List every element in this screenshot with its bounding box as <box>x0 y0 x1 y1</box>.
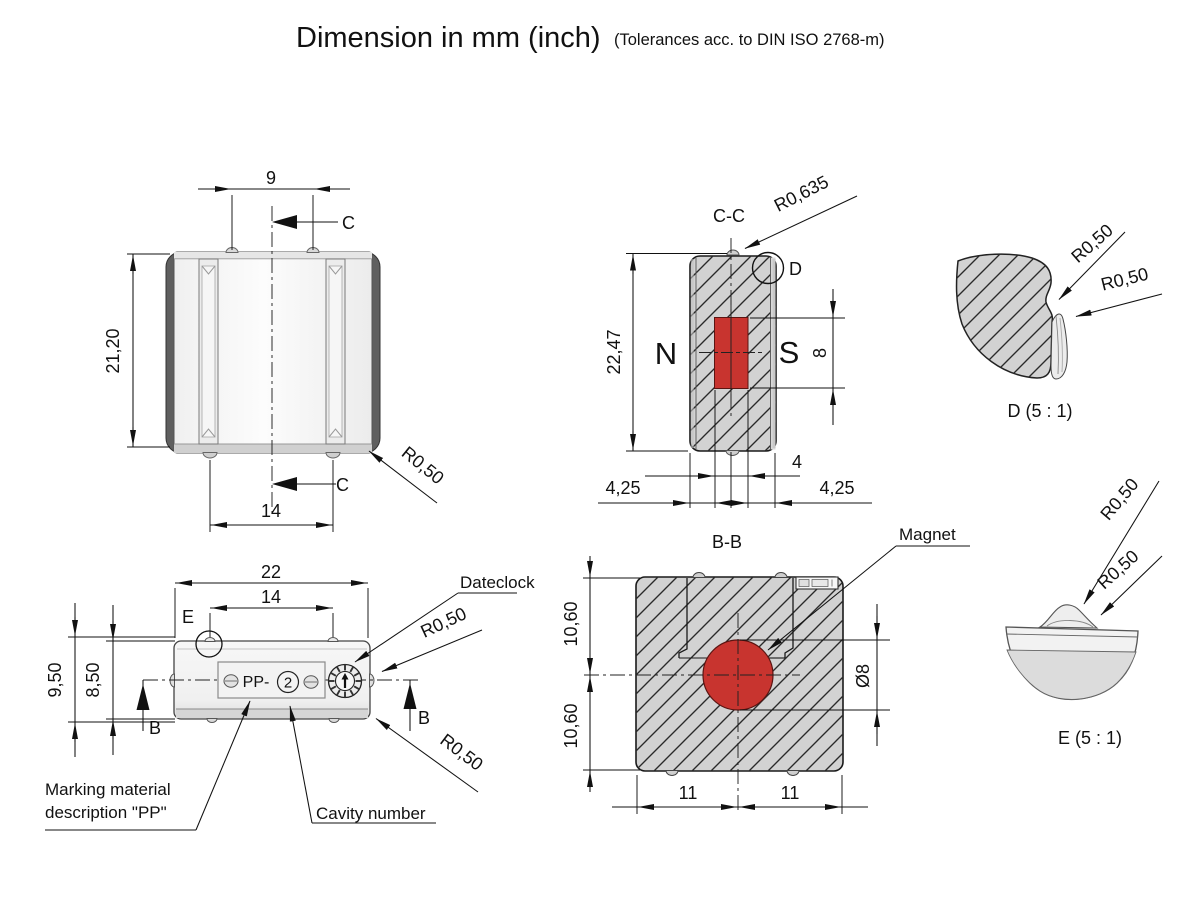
front-view: 9 C 21,20 C 14 R0,50 <box>103 168 448 532</box>
svg-text:C: C <box>336 475 349 495</box>
bb-dateclock-recess <box>795 576 839 590</box>
bb-dim-1060-upper: 10,60 <box>561 601 581 646</box>
section-arrow-c-top: C <box>272 213 355 233</box>
detail-d-radius-1: R0,50 <box>1067 220 1116 267</box>
top-view: PP- 2 22 <box>45 562 535 831</box>
front-dim-9: 9 <box>266 168 276 188</box>
front-dim-2120: 21,20 <box>103 328 123 373</box>
top-radius-upper: R0,50 <box>417 603 469 641</box>
section-cc-view: C-C N S R0,635 D 22,47 8 <box>598 172 872 508</box>
detail-e-circle <box>195 630 223 658</box>
front-radius-label: R0,50 <box>398 442 448 488</box>
section-bb-view: B-B Magnet 10, <box>561 525 970 814</box>
top-dim-22: 22 <box>261 562 281 582</box>
detail-d-radius-2: R0,50 <box>1099 264 1150 295</box>
cc-dim-4: 4 <box>792 452 802 472</box>
tolerance-note: (Tolerances acc. to DIN ISO 2768-m) <box>614 31 885 49</box>
bb-dim-1060-lower: 10,60 <box>561 703 581 748</box>
front-dim-14: 14 <box>261 501 281 521</box>
dateclock-wheel <box>327 663 363 699</box>
detail-e-ref: E <box>182 607 194 627</box>
top-dim-850: 8,50 <box>83 662 103 697</box>
detail-d-ref: D <box>789 259 802 279</box>
section-cc-label: C-C <box>713 206 745 226</box>
svg-text:C: C <box>342 213 355 233</box>
magnet-label: Magnet <box>899 525 956 544</box>
dateclock-label: Dateclock <box>460 573 535 592</box>
detail-e-radius-2: R0,50 <box>1093 546 1142 593</box>
cavity-number-circle <box>276 670 300 694</box>
bb-dim-diameter: Ø8 <box>853 664 873 688</box>
cc-dim-2247: 22,47 <box>604 329 624 374</box>
detail-e-radius-1: R0,50 <box>1096 474 1142 524</box>
svg-text:B: B <box>418 708 430 728</box>
drawing-title: Dimension in mm (inch) (Tolerances acc. … <box>296 22 885 54</box>
detail-e-view: R0,50 R0,50 E (5 : 1) <box>1005 474 1163 748</box>
cavity-note: Cavity number <box>316 804 426 823</box>
detail-d-view: R0,50 R0,50 D (5 : 1) <box>955 220 1163 421</box>
side-nub-left <box>169 673 175 688</box>
pole-n-label: N <box>655 336 677 371</box>
detail-d-title: D (5 : 1) <box>1007 401 1072 421</box>
page-title: Dimension in mm (inch) <box>296 22 601 54</box>
section-arrow-b-right: B <box>403 680 430 731</box>
cc-dim-425-left: 4,25 <box>605 478 640 498</box>
marking-note-line1: Marking material <box>45 780 171 799</box>
svg-text:B: B <box>149 718 161 738</box>
section-arrow-b-left: B <box>136 680 161 738</box>
marking-text: PP- <box>243 674 270 691</box>
top-dim-14: 14 <box>261 587 281 607</box>
front-bottom-bump-right <box>325 452 341 459</box>
pole-s-label: S <box>779 335 800 370</box>
top-dim-950: 9,50 <box>45 662 65 697</box>
front-bottom-bump-left <box>202 452 218 459</box>
detail-e-title: E (5 : 1) <box>1058 728 1122 748</box>
cc-dim-425-right: 4,25 <box>819 478 854 498</box>
cc-top-bump <box>726 249 740 256</box>
section-bb-label: B-B <box>712 532 742 552</box>
detail-d-wall <box>1050 313 1068 380</box>
section-arrow-c-bottom: C <box>272 475 349 495</box>
front-groove-right <box>325 258 346 445</box>
cc-radius-label: R0,635 <box>771 172 832 216</box>
bb-dim-11-left: 11 <box>679 783 698 803</box>
front-groove-left <box>198 258 219 445</box>
detail-d-circle <box>751 251 785 285</box>
cavity-digit: 2 <box>284 675 292 692</box>
cc-bottom-bump <box>725 450 740 456</box>
bb-dim-11-right: 11 <box>781 783 800 803</box>
marking-note-line2: description "PP" <box>45 803 167 822</box>
side-nub-right <box>369 673 375 688</box>
cc-dim-8: 8 <box>810 348 830 358</box>
